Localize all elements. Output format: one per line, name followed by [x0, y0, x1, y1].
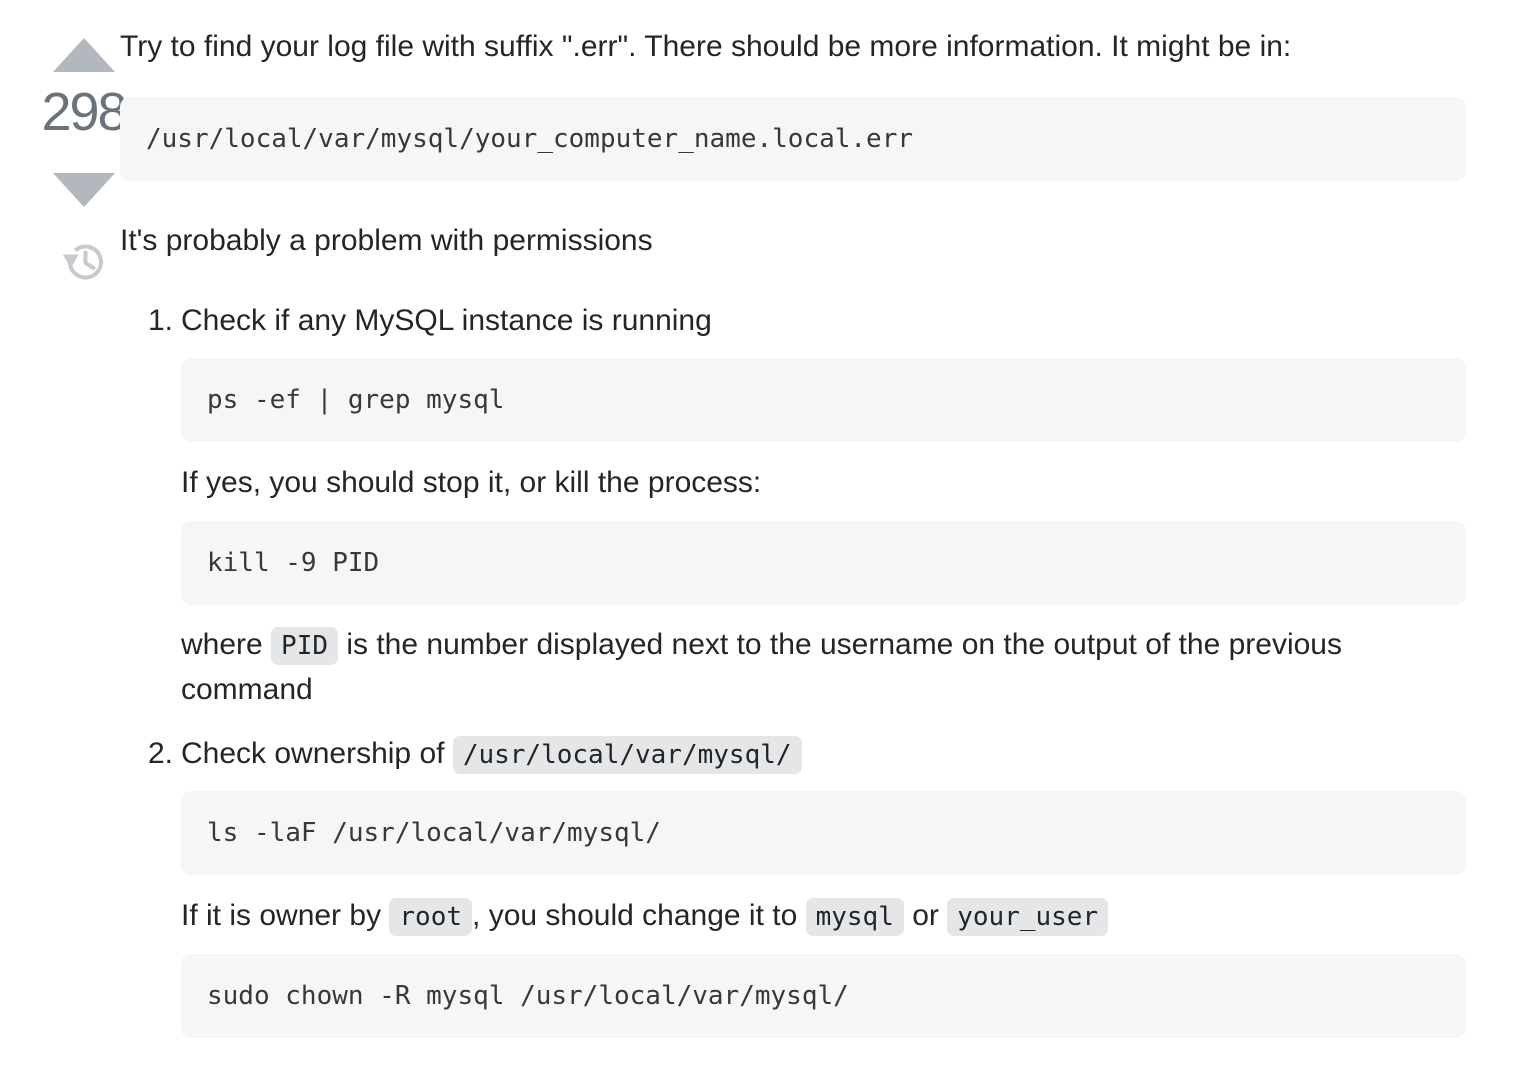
answer-body: Try to find your log file with suffix ".…	[120, 24, 1466, 1038]
vote-cell: 298	[41, 24, 128, 1038]
inline-code: /usr/local/var/mysql/	[452, 736, 802, 774]
code-block-ps-grep: ps -ef | grep mysql	[181, 358, 1466, 442]
item2-owner-paragraph: If it is owner by root, you should chang…	[181, 893, 1466, 938]
inline-code: PID	[271, 627, 339, 665]
list-item-body: Check if any MySQL instance is running p…	[181, 298, 1466, 731]
item1-where-paragraph: where PID is the number displayed next t…	[181, 627, 1342, 706]
code-block-err-path: /usr/local/var/mysql/your_computer_name.…	[120, 97, 1466, 181]
item1-if-yes-paragraph: If yes, you should stop it, or kill the …	[181, 466, 762, 499]
answer-post: 298 Try to find your log file with suffi…	[41, 24, 1466, 1038]
list-item-number: 1.	[148, 304, 174, 337]
list-item-1: 1. Check if any MySQL instance is runnin…	[120, 298, 1466, 731]
code-block-kill: kill -9 PID	[181, 521, 1466, 605]
ordered-list: 1. Check if any MySQL instance is runnin…	[120, 298, 1466, 1038]
clock-history-icon	[62, 244, 103, 280]
inline-code: your_user	[947, 898, 1109, 936]
code-block-ls: ls -laF /usr/local/var/mysql/	[181, 791, 1466, 875]
intro-paragraph: Try to find your log file with suffix ".…	[120, 30, 1292, 63]
item2-title: Check ownership of /usr/local/var/mysql/	[181, 731, 1466, 776]
inline-code: root	[389, 898, 473, 936]
downvote-icon[interactable]	[52, 173, 115, 207]
code-block-chown: sudo chown -R mysql /usr/local/var/mysql…	[181, 954, 1466, 1038]
list-item-2: 2. Check ownership of /usr/local/var/mys…	[120, 731, 1466, 1038]
list-item-body: Check ownership of /usr/local/var/mysql/…	[181, 731, 1466, 1038]
list-item-number: 2.	[148, 737, 174, 770]
post-history-button[interactable]	[61, 240, 107, 284]
permissions-paragraph: It's probably a problem with permissions	[120, 224, 653, 257]
inline-code: mysql	[805, 898, 904, 936]
vote-count: 298	[41, 82, 127, 142]
upvote-icon[interactable]	[52, 38, 115, 72]
item1-title: Check if any MySQL instance is running	[181, 304, 712, 337]
